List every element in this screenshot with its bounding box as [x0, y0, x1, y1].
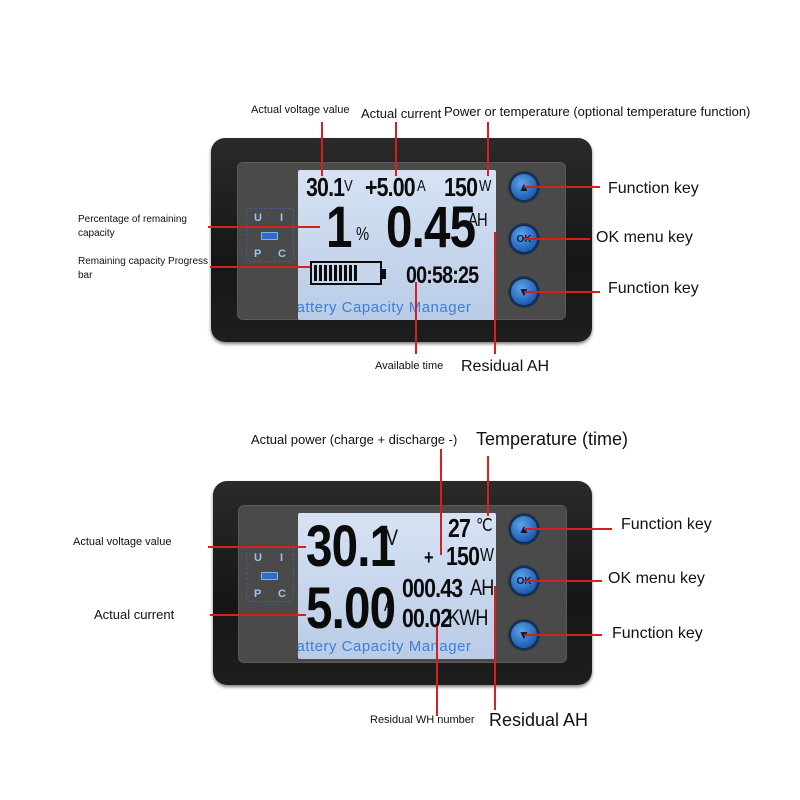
bottom-indicator-p: P	[254, 588, 262, 600]
bottom-voltage-leader	[208, 546, 306, 548]
bottom-current-value: 5.00	[306, 576, 396, 641]
top-current-value: +5.00	[365, 172, 416, 202]
bottom-residual-leader	[494, 586, 496, 710]
top-ah-value: 0.45	[386, 195, 476, 260]
top-key-up-leader	[524, 186, 600, 188]
bottom-label-power: Actual power (charge + discharge -)	[251, 432, 458, 447]
top-label-voltage: Actual voltage value	[251, 104, 350, 116]
top-label-key-ok: OK menu key	[596, 229, 693, 246]
top-power-value: 150	[444, 172, 478, 202]
bottom-power-value: 150	[446, 541, 480, 571]
bottom-kwh-unit: KWH	[448, 605, 488, 630]
bottom-kwh-value: 00.02	[402, 603, 452, 633]
bottom-ah-value: 000.43	[402, 573, 463, 603]
top-label-current: Actual current	[361, 106, 442, 121]
top-indicator-i: I	[280, 212, 284, 224]
bottom-label-temp: Temperature (time)	[476, 429, 629, 449]
bottom-key-down-leader	[524, 634, 602, 636]
top-lcd-screen: 30.1 V +5.00 A 150 W 1 % 0.45 AH 00:58:2…	[298, 170, 496, 320]
bottom-current-unit: A	[384, 595, 394, 615]
bottom-label-current: Actual current	[94, 607, 175, 622]
bottom-temp-value: 27	[448, 513, 471, 543]
top-label-power: Power or temperature (optional temperatu…	[444, 104, 751, 119]
triangle-down-icon: ▼	[511, 622, 537, 648]
top-indicator-c: C	[278, 248, 286, 260]
bottom-power-unit: W	[480, 545, 494, 565]
bottom-lcd-screen: 30.1 V 27 ℃ + 150 W 5.00 A 000.43 AH 00.…	[298, 513, 496, 659]
top-label-residual: Residual AH	[461, 358, 550, 375]
top-key-down-leader	[524, 291, 600, 293]
bottom-label-key-up: Function key	[621, 516, 712, 533]
top-label-key-down: Function key	[608, 280, 699, 297]
top-brand-text: Battery Capacity Manager	[298, 299, 472, 316]
top-label-progress-2: bar	[78, 270, 93, 281]
bottom-indicator-c: C	[278, 588, 286, 600]
bottom-brand-text: Battery Capacity Manager	[298, 638, 472, 655]
top-voltage-value: 30.1	[306, 172, 345, 202]
top-ah-unit: AH	[468, 210, 488, 230]
top-progress-leader	[210, 266, 310, 268]
top-percent-unit: %	[356, 224, 369, 244]
bottom-voltage-unit: V	[386, 525, 398, 550]
triangle-up-icon: ▲	[511, 174, 537, 200]
bottom-temp-leader	[487, 456, 489, 516]
bottom-indicator-u: U	[254, 552, 262, 564]
bottom-wh-leader	[436, 626, 438, 716]
top-battery-terminal	[382, 269, 386, 279]
top-current-leader	[395, 122, 397, 176]
bottom-key-up-leader	[524, 528, 612, 530]
bottom-key-ok-leader	[524, 580, 602, 582]
bottom-current-leader	[210, 614, 306, 616]
top-indicator-u: U	[254, 212, 262, 224]
bottom-battery-indicator-icon	[261, 572, 278, 580]
top-power-leader	[487, 122, 489, 176]
bottom-power-leader	[440, 449, 442, 555]
top-label-key-up: Function key	[608, 180, 699, 197]
bottom-label-key-down: Function key	[612, 625, 703, 642]
bottom-label-wh: Residual WH number	[370, 714, 475, 726]
top-battery-indicator-icon	[261, 232, 278, 240]
top-key-ok-leader	[524, 238, 590, 240]
bottom-indicator-i: I	[280, 552, 284, 564]
bottom-voltage-value: 30.1	[306, 514, 396, 579]
bottom-label-voltage: Actual voltage value	[73, 536, 172, 548]
bottom-power-sign: +	[424, 547, 434, 569]
top-voltage-leader	[321, 122, 323, 176]
top-time-leader	[415, 282, 417, 354]
bottom-temp-unit: ℃	[476, 515, 493, 535]
top-residual-leader	[494, 232, 496, 354]
bottom-ah-unit: AH	[470, 575, 494, 600]
triangle-down-icon: ▼	[511, 279, 537, 305]
top-capacity-progress-fill	[314, 265, 359, 281]
top-capacity-progress-bar	[310, 261, 386, 285]
bottom-label-residual: Residual AH	[489, 710, 589, 730]
top-time-value: 00:58:25	[406, 262, 479, 289]
top-voltage-unit: V	[344, 178, 353, 195]
top-label-time: Available time	[375, 360, 444, 372]
top-label-percent-2: capacity	[78, 228, 115, 239]
top-percent-leader	[208, 226, 320, 228]
top-power-unit: W	[479, 178, 491, 195]
top-percent-value: 1	[326, 195, 352, 260]
top-current-unit: A	[417, 178, 426, 195]
bottom-label-key-ok: OK menu key	[608, 570, 705, 587]
triangle-up-icon: ▲	[511, 516, 537, 542]
top-label-progress-1: Remaining capacity Progress	[78, 256, 209, 267]
top-indicator-p: P	[254, 248, 262, 260]
top-indicator-group	[246, 208, 294, 262]
top-label-percent-1: Percentage of remaining	[78, 214, 187, 225]
